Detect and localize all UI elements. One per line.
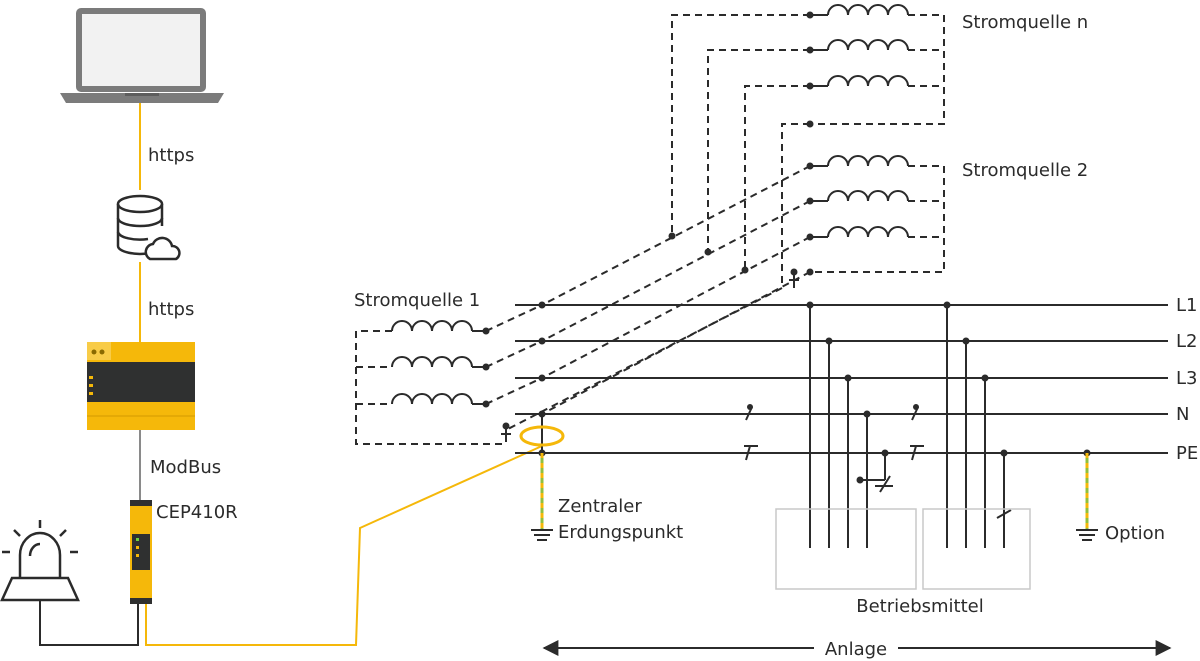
source-2 [781,123,945,288]
source-2-label: Stromquelle 2 [962,160,1088,181]
source-n [806,4,945,128]
equipment-box-2 [922,508,1031,590]
earth-point-label-1: Zentraler [558,496,642,517]
controller-device-icon [87,342,195,430]
equipment-box-1 [775,508,917,590]
feeder-n-3 [744,85,810,270]
alarm-wire [39,600,139,646]
cep410r-module-icon [130,500,152,604]
feeder-2-l3 [541,236,811,379]
source-n-label: Stromquelle n [962,12,1088,33]
feeder-n-2 [707,49,810,252]
option-ground-icon [1076,449,1098,541]
source-1-label: Stromquelle 1 [354,290,480,311]
bus-label-l3: L3 [1176,368,1197,389]
feeder-2-l2 [541,200,811,342]
current-transformer-icon [519,425,565,447]
https-label-top: https [148,145,194,166]
feeder-2-pe [505,287,783,431]
feeder-2-l1 [541,165,811,306]
feeder-n-1 [671,14,810,236]
https-label-bottom: https [148,299,194,320]
bus-label-l2: L2 [1176,331,1197,352]
equipment-label: Betriebsmittel [856,596,984,617]
bus-label-pe: PE [1176,443,1198,464]
modbus-label: ModBus [150,457,221,478]
device-label: CEP410R [156,502,238,523]
sensor-cable [145,445,543,646]
equipment-feeders [806,301,1012,548]
installation-label: Anlage [825,639,887,660]
ground-icon [531,453,553,541]
database-cloud-icon [116,194,181,261]
source-1 [355,304,543,445]
option-label: Option [1105,523,1165,544]
bus-label-l1: L1 [1176,295,1197,316]
laptop-icon [60,8,224,103]
alarm-light-icon [0,520,80,602]
bus-bars [515,301,1168,457]
bus-label-n: N [1176,404,1189,425]
earth-point-label-2: Erdungspunkt [558,522,683,543]
